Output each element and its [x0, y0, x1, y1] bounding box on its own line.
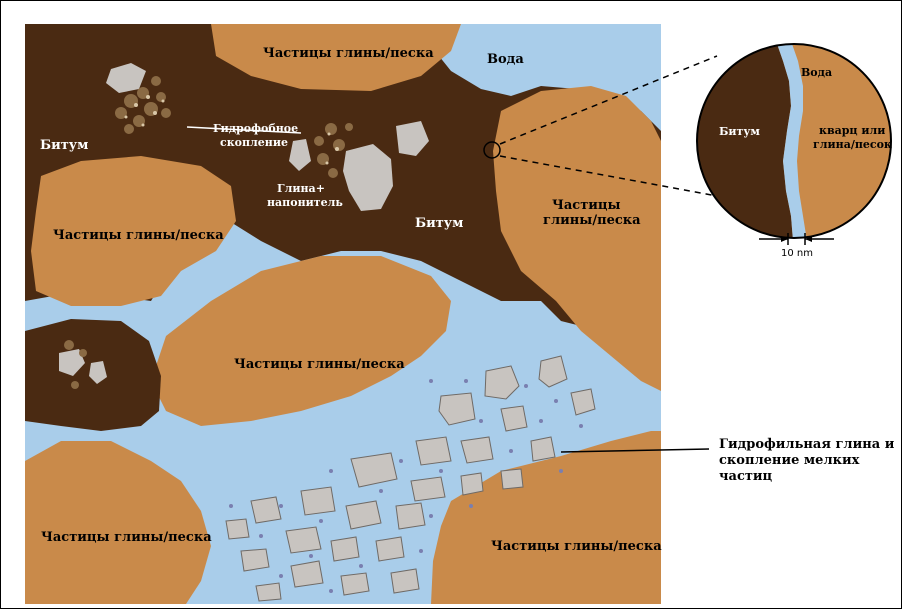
inset-label-quartz-2: глина/песок	[813, 138, 892, 151]
annotation-line-2: скопление мелких	[719, 453, 860, 468]
label-particles-bottom-right: Частицы глины/песка	[491, 539, 662, 554]
label-hydrophobic-1: Гидрофобное	[213, 122, 298, 135]
label-hydrophobic-2: скопление	[220, 136, 288, 149]
annotation-line-3: частиц	[719, 469, 773, 484]
label-particles-right-1: Частицы	[552, 198, 621, 213]
label-particles-left: Частицы глины/песка	[53, 228, 224, 243]
label-particles-right-2: глины/песка	[543, 213, 641, 228]
label-clay-filler-2: напонитель	[267, 196, 343, 209]
label-particles-middle: Частицы глины/песка	[234, 357, 405, 372]
label-particles-top: Частицы глины/песка	[263, 46, 434, 61]
inset-label-bitumen: Битум	[719, 125, 760, 138]
label-clay-filler-1: Глина+	[277, 182, 325, 195]
inset-label-quartz-1: кварц или	[819, 124, 885, 137]
label-bitumen-left: Битум	[40, 138, 88, 153]
annotation-line-1: Гидрофильная глина и	[719, 437, 895, 452]
label-bitumen-center: Битум	[415, 216, 463, 231]
inset-label-water: Вода	[801, 66, 832, 79]
label-water-top: Вода	[487, 52, 524, 67]
label-particles-bottom-left: Частицы глины/песка	[41, 530, 212, 545]
scale-label: 10 nm	[781, 248, 813, 259]
